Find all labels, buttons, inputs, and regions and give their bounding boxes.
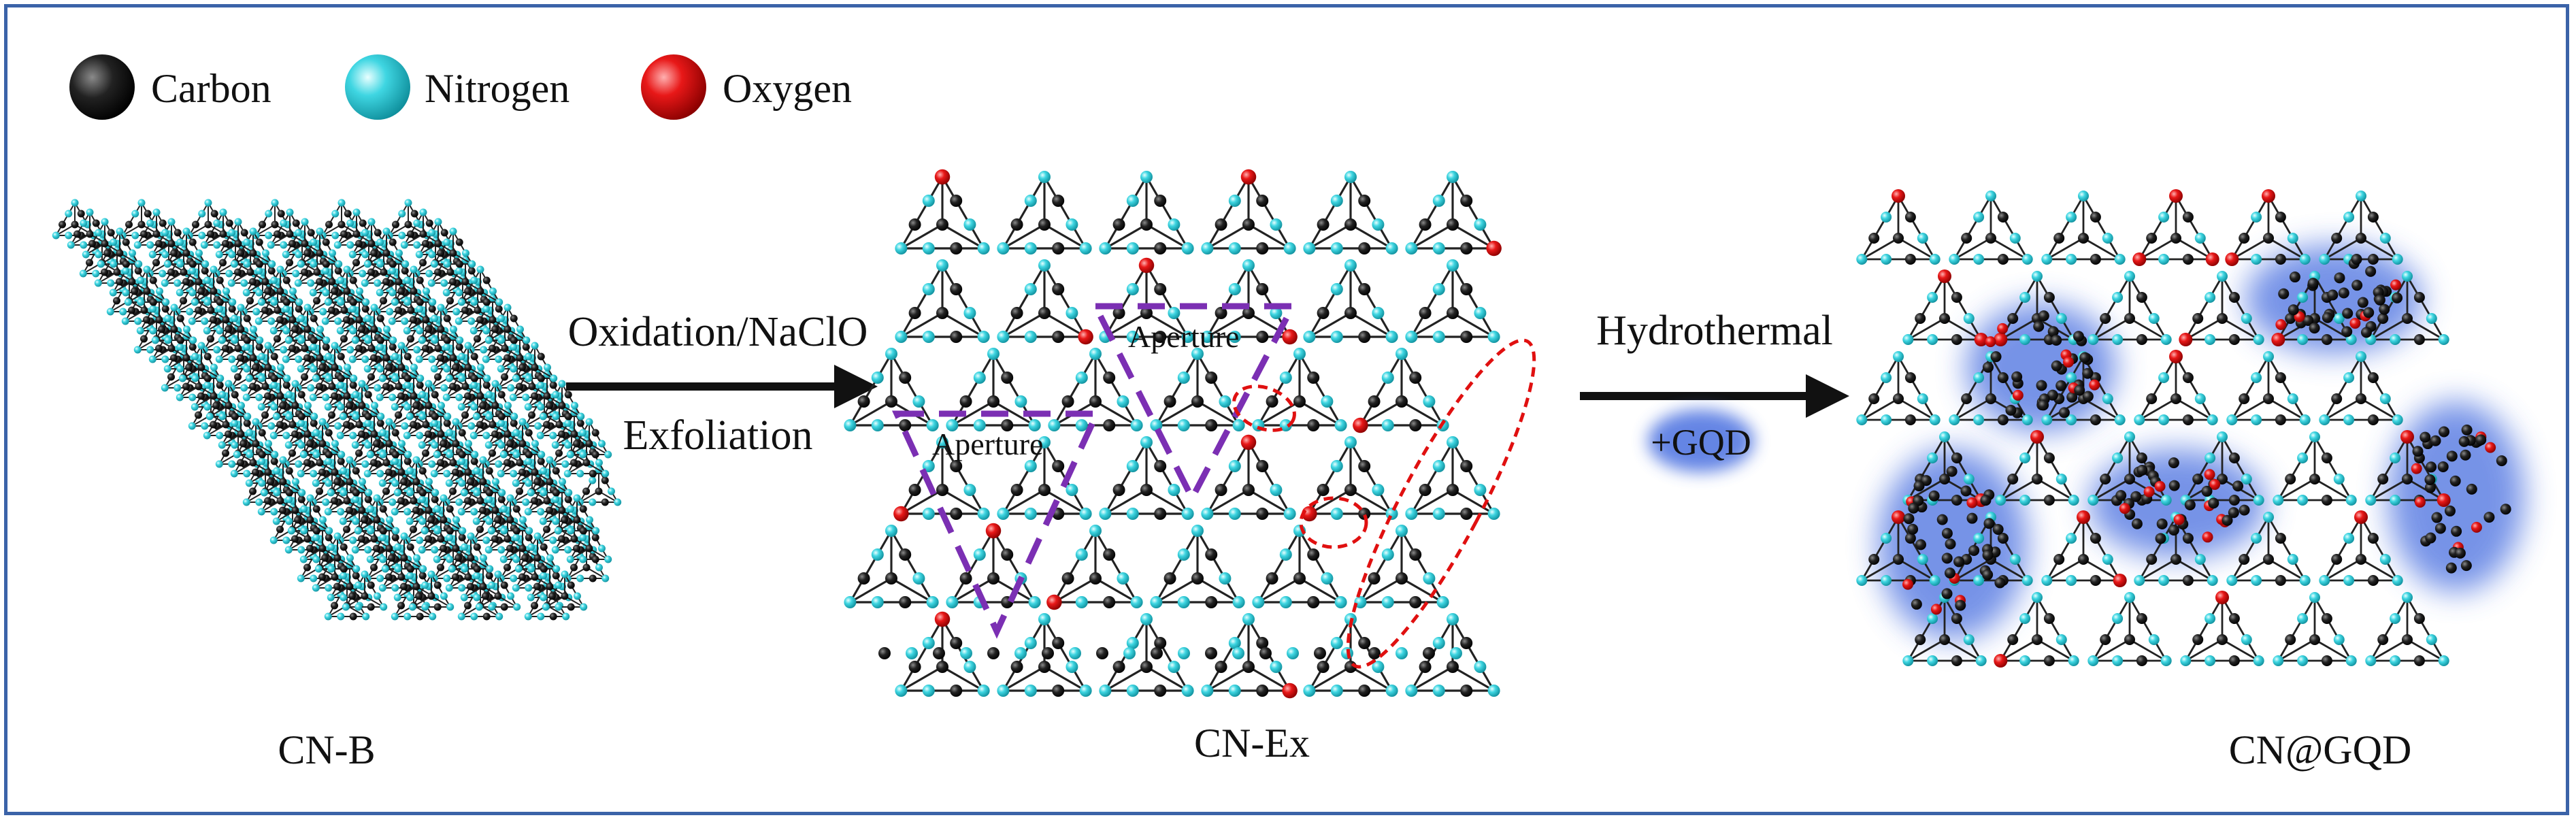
defect-circle-1 bbox=[1232, 384, 1296, 432]
legend-nitrogen-label: Nitrogen bbox=[425, 66, 569, 111]
aperture-markers bbox=[891, 303, 1298, 639]
arrow-1-top-label: Oxidation/NaClO bbox=[568, 309, 868, 355]
exfoliated-cn-network bbox=[844, 169, 1502, 699]
figure-frame bbox=[4, 4, 2569, 815]
gqd-glow-icon bbox=[1648, 410, 1754, 472]
legend-oxygen-label: Oxygen bbox=[723, 66, 852, 111]
oxygen-atom-icon bbox=[641, 54, 706, 120]
oxidation-exfoliation-arrow bbox=[566, 365, 878, 408]
edge-ellipse bbox=[1346, 338, 1536, 669]
caption-cn-b: CN-B bbox=[278, 727, 375, 772]
defect-circle-2 bbox=[1299, 496, 1368, 549]
carbon-atom-icon bbox=[69, 54, 135, 120]
arrow-1-bottom-label: Exfoliation bbox=[623, 412, 813, 459]
legend-carbon-label: Carbon bbox=[151, 66, 271, 111]
oxygen-defect-markers bbox=[1232, 338, 1536, 669]
aperture-label-left: Aperture bbox=[932, 427, 1043, 461]
bulk-cn-layered-structure bbox=[52, 199, 622, 621]
hydrothermal-arrow bbox=[1580, 374, 1849, 418]
nitrogen-atom-icon bbox=[345, 54, 410, 120]
aperture-label-right: Aperture bbox=[1128, 319, 1239, 354]
caption-cn-ex: CN-Ex bbox=[1194, 721, 1310, 766]
caption-cn-gqd: CN@GQD bbox=[2229, 727, 2412, 772]
aperture-triangle-left bbox=[891, 410, 1102, 639]
aperture-triangle-right bbox=[1090, 303, 1298, 505]
arrow-2-bottom-label: +GQD bbox=[1651, 422, 1751, 463]
legend: Carbon Nitrogen Oxygen bbox=[69, 54, 852, 120]
cn-gqd-composite-network bbox=[1856, 189, 2511, 668]
arrow-2-top-label: Hydrothermal bbox=[1596, 308, 1833, 354]
